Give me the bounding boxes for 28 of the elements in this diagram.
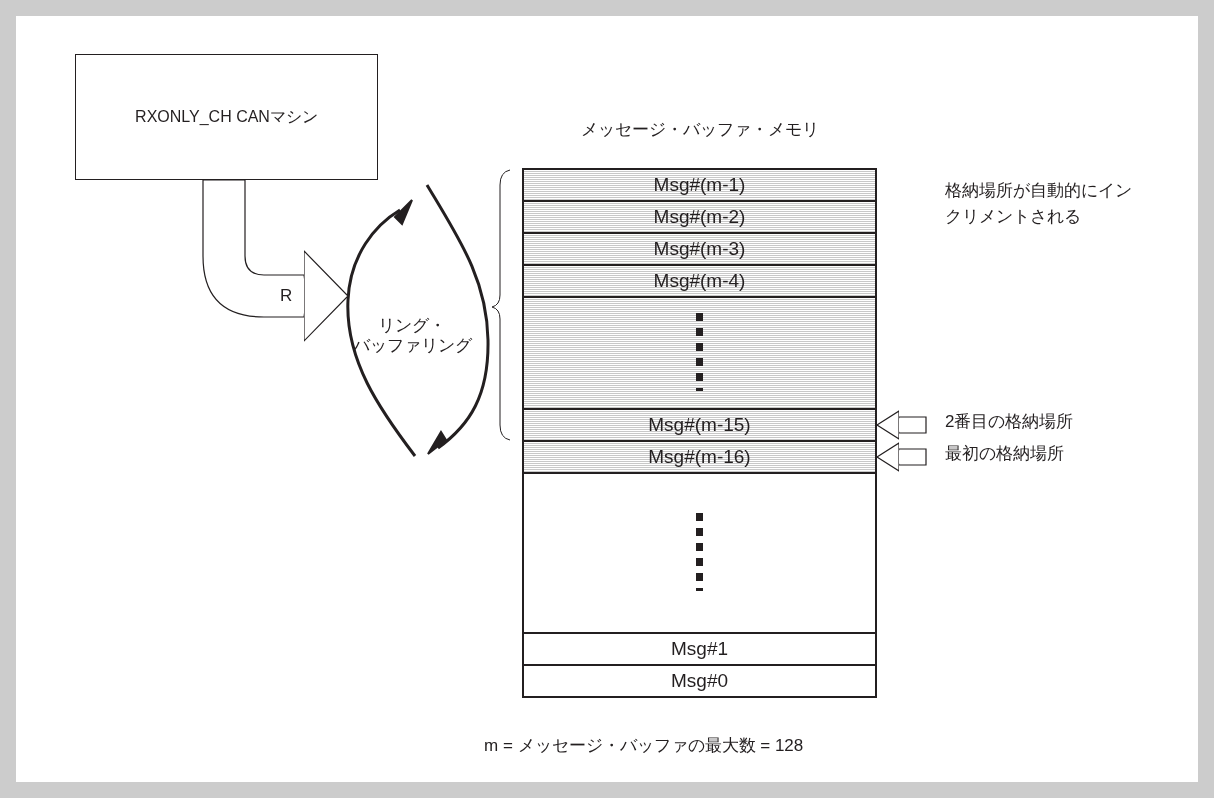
slot-label: Msg#(m-2) (653, 205, 746, 229)
memory-slot (522, 472, 877, 634)
memory-slot (522, 440, 877, 474)
note-text: 格納場所が自動的にインクリメントされる (945, 180, 1133, 229)
memory-slot (522, 232, 877, 266)
memory-slot (522, 408, 877, 442)
memory-title: メッセージ・バッファ・メモリ (579, 120, 820, 141)
memory-slot (522, 296, 877, 410)
slot-label: Msg#1 (671, 637, 728, 661)
machine-label: RXONLY_CH CANマシン (135, 107, 318, 127)
memory-slot (522, 264, 877, 298)
memory-slot (522, 632, 877, 666)
block-arrow (202, 179, 349, 342)
slot-label: Msg#(m-16) (648, 445, 751, 469)
caption: m = メッセージ・バッファの最大数 = 128 (484, 736, 804, 757)
pointer-text: 2番目の格納場所 (926, 412, 1136, 438)
slot-label: Msg#0 (671, 669, 728, 693)
memory-slot (522, 200, 877, 234)
block-arrow (876, 410, 927, 440)
pointer-text: 最初の格納場所 (926, 444, 1136, 470)
memory-slot (522, 168, 877, 202)
block-arrow (876, 442, 927, 472)
memory-slot (522, 664, 877, 698)
slot-label: Msg#(m-15) (648, 413, 751, 437)
slot-label: Msg#(m-3) (653, 237, 746, 261)
machine-box (75, 54, 378, 180)
slot-label: Msg#(m-1) (653, 173, 746, 197)
slot-label: Msg#(m-4) (653, 269, 746, 293)
